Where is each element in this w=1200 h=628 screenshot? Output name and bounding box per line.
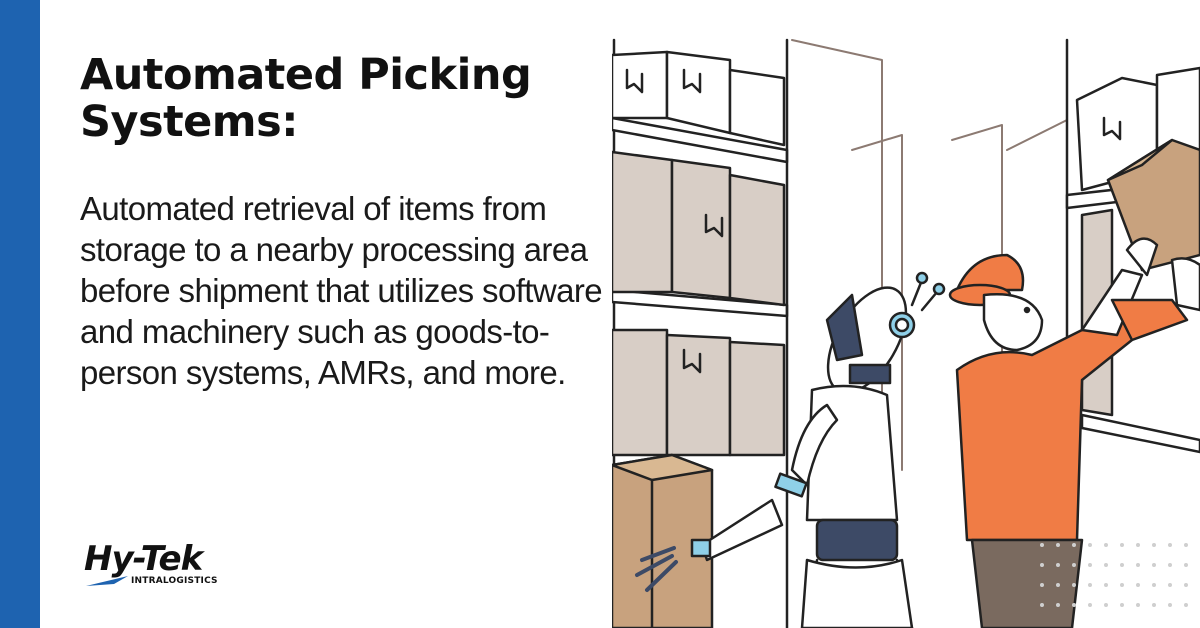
left-shelf-unit xyxy=(612,38,789,628)
description-text: Automated retrieval of items from storag… xyxy=(80,190,603,391)
carried-box xyxy=(612,453,714,628)
accent-bar xyxy=(0,0,40,628)
logo-swoosh-icon xyxy=(86,576,128,586)
worker xyxy=(948,237,1200,628)
logo-tagline: INTRALOGISTICS xyxy=(131,576,218,586)
page-title: Automated Picking Systems: xyxy=(80,50,532,147)
warehouse-illustration xyxy=(612,38,1200,628)
dot-pattern xyxy=(1040,543,1188,607)
robot xyxy=(635,271,946,628)
hy-tek-logo: Hy-Tek INTRALOGISTICS xyxy=(84,540,234,600)
logo-wordmark: Hy-Tek xyxy=(84,539,203,579)
